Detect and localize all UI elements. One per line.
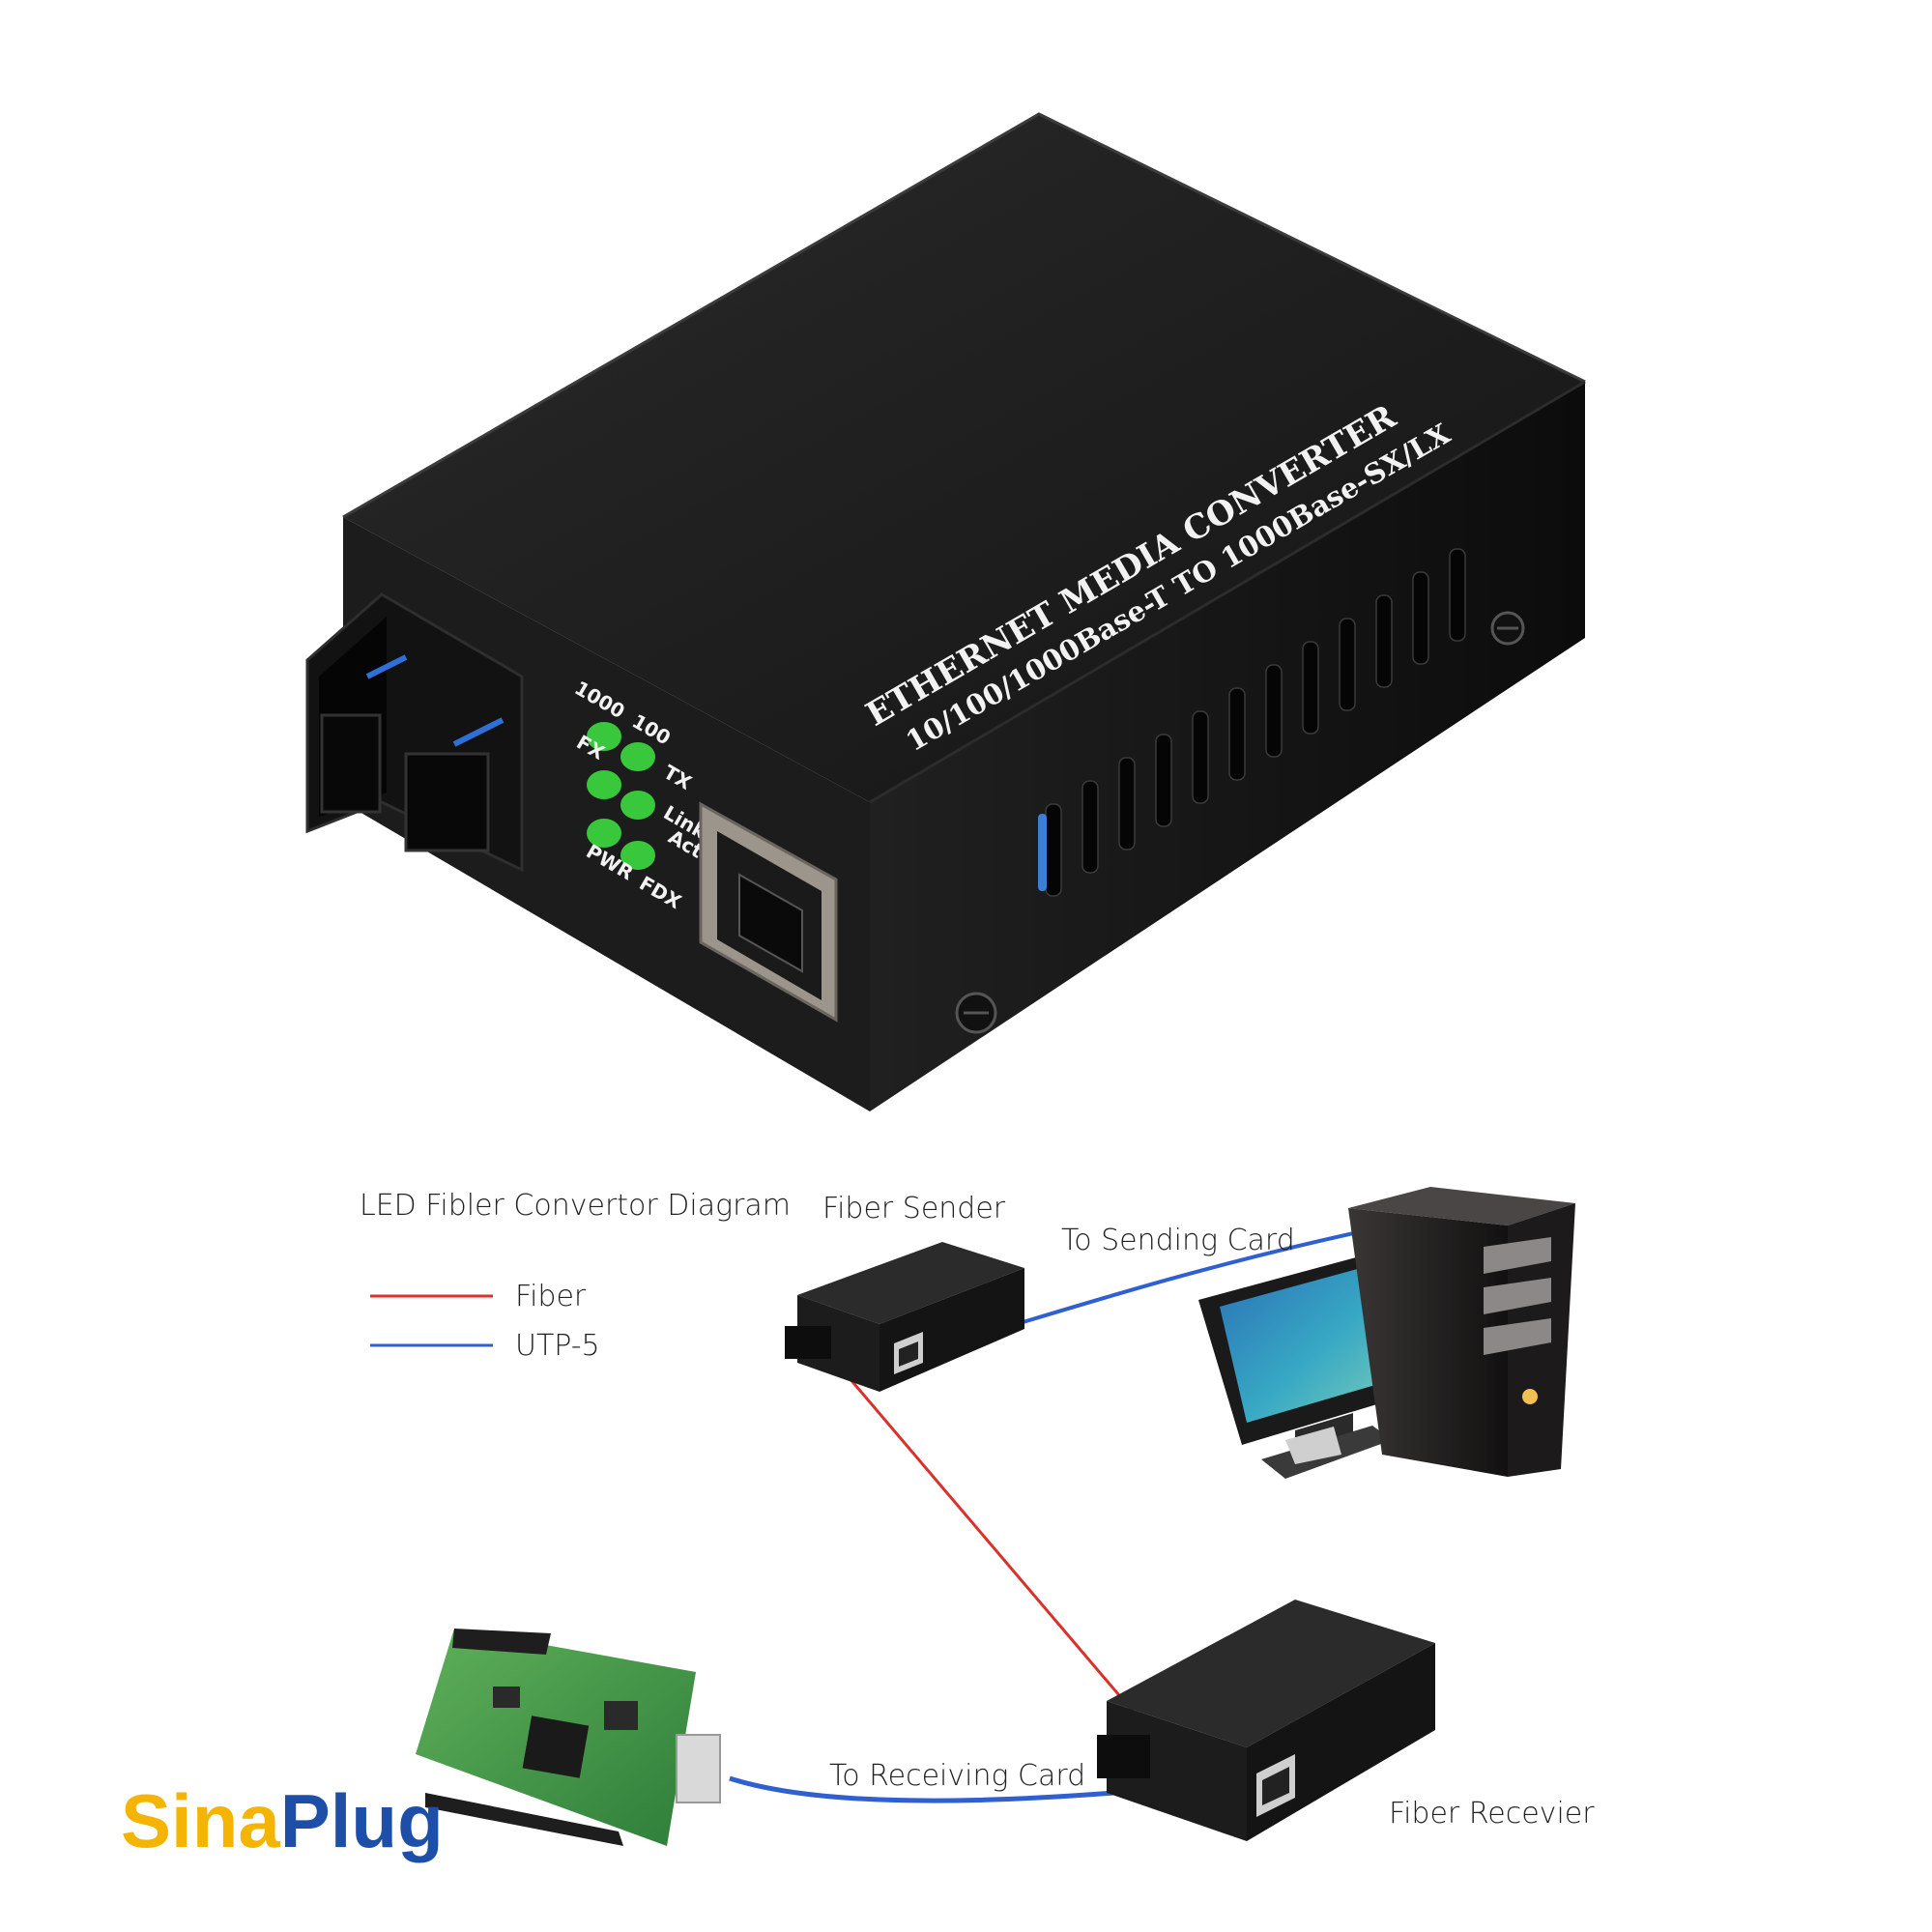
fiber-sender-device: [785, 1242, 1024, 1392]
to-receiving-card-label: To Receiving Card: [829, 1759, 1085, 1793]
status-light-strip: [1038, 814, 1047, 891]
vent-slots: [1045, 548, 1466, 897]
computer-tower: [1348, 1187, 1575, 1477]
device-side-face: [870, 382, 1585, 1111]
to-sending-card-label: To Sending Card: [1061, 1224, 1295, 1257]
led-tx: [620, 742, 655, 771]
led-1000: [587, 770, 621, 799]
legend-fiber-label: Fiber: [515, 1280, 587, 1313]
receiving-card-pcb: [416, 1629, 721, 1846]
led-fdx: [620, 841, 655, 870]
device-top-face: [343, 114, 1585, 802]
fiber-cable: [820, 1344, 1142, 1721]
sinaplug-logo: SinaPlug: [121, 1778, 444, 1863]
media-converter-device: 1000 100 FX TX Link Act PWR FDX ETHERNET…: [305, 112, 1586, 1111]
led-fx: [587, 722, 621, 751]
fiber-sender-label: Fiber Sender: [822, 1192, 1006, 1226]
legend: Fiber UTP-5: [370, 1280, 600, 1363]
legend-utp-label: UTP-5: [515, 1329, 600, 1363]
fiber-receiver-label: Fiber Recevier: [1389, 1797, 1595, 1831]
rj45-port: [699, 801, 838, 1023]
sc-fiber-connector: [305, 592, 524, 873]
led-link: [620, 791, 655, 820]
led-pwr: [587, 819, 621, 848]
diagram-title: LED Fibler Convertor Diagram: [360, 1189, 791, 1223]
fiber-receiver-device: [1097, 1600, 1435, 1841]
